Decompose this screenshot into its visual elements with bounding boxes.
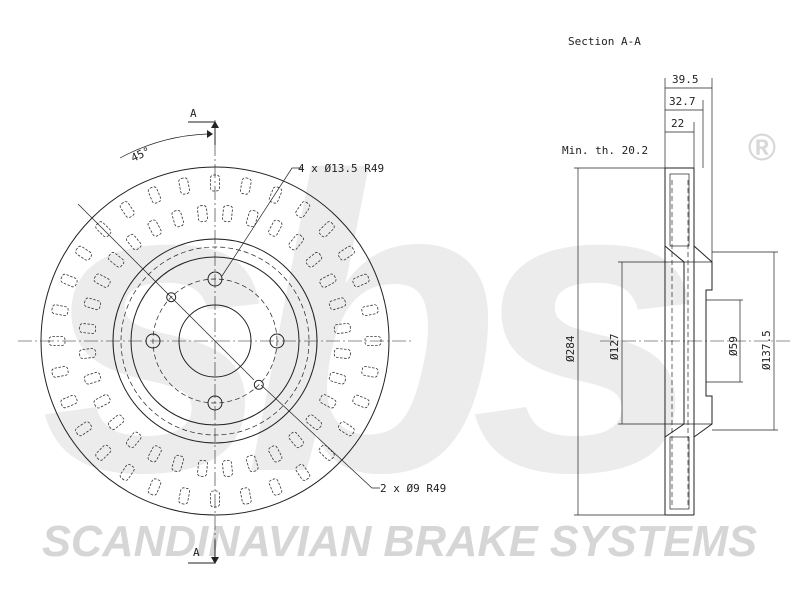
sbs-logo-watermark: sbs — [40, 91, 723, 560]
ventilation-slot — [222, 205, 233, 223]
min-thickness-label: Min. th. 20.2 — [562, 144, 648, 157]
ventilation-slot — [197, 459, 208, 477]
ventilation-slot — [319, 273, 337, 288]
ventilation-slot — [295, 201, 311, 218]
ventilation-slot — [245, 209, 259, 228]
ventilation-slot — [147, 186, 162, 204]
ventilation-slot — [171, 209, 185, 228]
section-arrow-top — [211, 121, 219, 128]
ventilation-slot — [93, 273, 111, 288]
ventilation-slot — [171, 454, 185, 473]
ventilation-slot — [318, 221, 335, 238]
ventilation-slot — [51, 365, 69, 378]
ventilation-slot — [361, 365, 379, 378]
angle-arc — [119, 133, 208, 159]
ventilation-slot — [239, 487, 252, 505]
ventilation-slot — [107, 252, 125, 268]
dim-pcd-diameter: Ø137.5 — [760, 330, 773, 370]
ventilation-slot — [268, 219, 283, 237]
dim-overall-height: 39.5 — [672, 73, 699, 86]
ventilation-slot — [352, 273, 370, 288]
ventilation-slot — [79, 348, 97, 359]
ventilation-slot — [126, 431, 142, 449]
ventilation-slot — [361, 304, 379, 317]
dim-hat-diameter: Ø127 — [608, 334, 621, 361]
ventilation-slot — [197, 205, 208, 223]
section-view: Section A-A Min. th. 20.2 — [562, 35, 792, 516]
ventilation-slot — [119, 464, 135, 481]
section-arrow-bottom — [211, 557, 219, 564]
ventilation-slot — [245, 454, 259, 473]
ventilation-slot — [79, 323, 97, 334]
section-marker-top: A — [190, 107, 197, 120]
dim-hat-height: 32.7 — [669, 95, 696, 108]
bolt-holes-leader — [221, 167, 302, 277]
small-hole — [166, 292, 177, 303]
ventilation-slot — [328, 297, 347, 311]
ventilation-slot — [83, 297, 102, 311]
section-title: Section A-A — [568, 35, 641, 48]
ventilation-slot — [147, 219, 162, 237]
ventilation-slot — [51, 304, 69, 317]
top-dimensions: 39.5 32.7 22 — [664, 73, 713, 262]
ventilation-slot — [60, 273, 78, 288]
ventilation-slot — [95, 444, 112, 461]
ventilation-slot — [119, 201, 135, 218]
ventilation-slot — [75, 421, 92, 437]
ventilation-slot — [268, 445, 283, 463]
dim-center-bore: Ø59 — [727, 336, 740, 356]
ventilation-slot — [288, 233, 304, 251]
small-holes-leader — [260, 384, 380, 489]
ventilation-slot — [147, 478, 162, 496]
ventilation-slot — [338, 245, 355, 261]
small-hole — [253, 379, 264, 390]
ventilation-slot — [333, 323, 351, 334]
section-marker-bottom: A — [193, 546, 200, 559]
ventilation-slot — [305, 252, 323, 268]
ventilation-slot — [93, 394, 111, 409]
ventilation-slot — [268, 186, 283, 204]
diameter-dimensions: Ø284 Ø127 Ø59 Ø137.5 — [564, 167, 778, 516]
ventilation-slot — [222, 459, 233, 477]
dim-outer-diameter: Ø284 — [564, 335, 577, 362]
bolt-holes-label: 4 x Ø13.5 R49 — [298, 162, 384, 175]
ventilation-slot — [75, 245, 92, 261]
ventilation-slot — [147, 445, 162, 463]
small-holes-label: 2 x Ø9 R49 — [380, 482, 446, 495]
ventilation-slot — [178, 177, 191, 195]
ventilation-slot — [338, 421, 355, 437]
ventilation-slot — [305, 414, 323, 430]
disc-profile — [600, 167, 792, 516]
ventilation-slot — [318, 444, 335, 461]
ventilation-slot — [126, 233, 142, 251]
ventilation-slot — [295, 464, 311, 481]
angle-arrow — [207, 130, 213, 138]
ventilation-slot — [60, 394, 78, 409]
ventilation-slot — [268, 478, 283, 496]
ventilation-slot — [352, 394, 370, 409]
logo-text: sbs — [40, 91, 693, 560]
ventilation-slot — [83, 371, 102, 385]
ventilation-slot — [319, 394, 337, 409]
ventilation-slot — [288, 431, 304, 449]
ventilation-slot — [328, 371, 347, 385]
registered-mark: ® — [748, 127, 776, 169]
dim-disc-thickness: 22 — [671, 117, 684, 130]
company-name-watermark: SCANDINAVIAN BRAKE SYSTEMS — [42, 517, 757, 566]
ventilation-slot — [239, 177, 252, 195]
ventilation-slot — [178, 487, 191, 505]
diagonal-leader — [77, 203, 255, 381]
ventilation-slot — [107, 414, 125, 430]
ventilation-slot — [333, 348, 351, 359]
